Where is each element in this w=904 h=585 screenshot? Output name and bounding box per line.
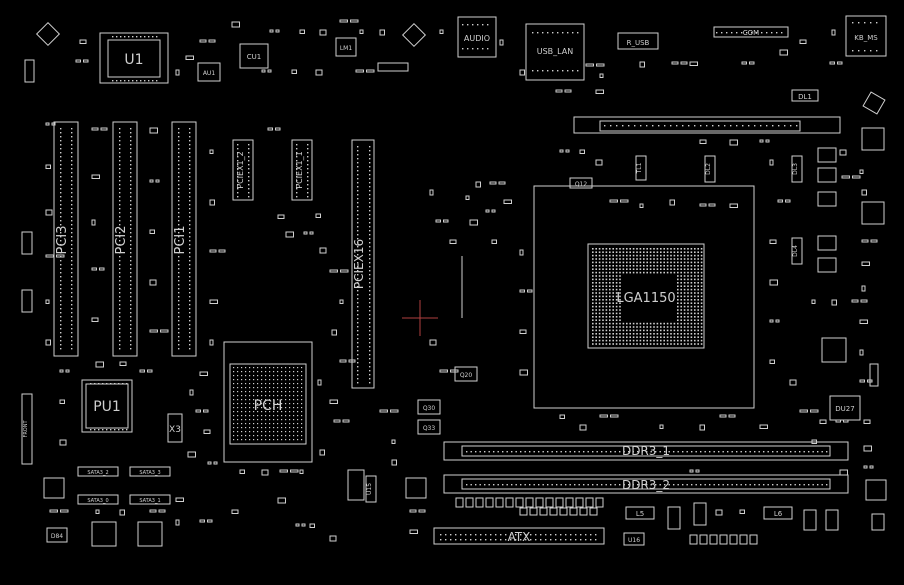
pci2-slot: PCI2 [112,121,138,357]
front-label: FRONT [23,420,29,438]
u15-part: U15 [365,475,377,503]
pciex1-2-label: PCIEX1_2 [236,151,245,188]
dl2-part: DL2 [704,155,716,183]
q33-part: Q33 [417,419,441,435]
du27-chip: DU27 [829,395,861,421]
pciex16-slot: PCIEX16 [351,139,375,389]
pci1-label: PCI1 [173,225,188,254]
u16-part: U16 [623,532,645,546]
cu1-label: CU1 [247,53,261,61]
au1-label: AU1 [203,70,215,77]
d84-label: D84 [51,533,63,540]
pci3-slot: PCI3 [53,121,79,357]
q12-label: Q12 [575,181,588,188]
component-details [45,19,878,545]
q30-part: Q30 [417,399,441,415]
u1-label: U1 [124,52,143,68]
cpu-socket-label: LGA1150 [616,291,675,306]
atx-label: ATX [508,530,531,544]
cpu-socket: LGA1150 [533,185,755,409]
du27-label: DU27 [835,405,854,413]
usb-lan-label: USB_LAN [537,47,574,56]
dl4-label: DL4 [792,245,799,257]
pci2-label: PCI2 [114,225,129,254]
x3-label: X3 [169,425,181,435]
u16-label: U16 [628,537,640,544]
cu1-chip: CU1 [239,43,269,69]
pu1-label: PU1 [93,399,121,415]
sata3-1-label: SATA3_1 [139,498,160,504]
kb-ms-label: KB_MS [854,34,878,42]
dl3-label: DL3 [792,163,799,175]
pciex1-1-label: PCIEX1_1 [295,151,304,188]
dl3-part: DL3 [791,155,803,183]
dl1-label: DL1 [798,93,812,101]
l6-inductor: L6 [763,506,793,520]
q20-part: Q20 [454,366,478,382]
pch-chip: PCH [223,341,313,463]
r-usb-label: R_USB [627,39,650,47]
io-header-strip [573,116,841,134]
pci3-label: PCI3 [55,225,70,254]
l6-label: L6 [774,510,783,518]
q33-label: Q33 [423,425,436,432]
sata3-0-label: SATA3_0 [87,498,108,504]
l5-inductor: L5 [625,506,655,520]
dl1-part: DL1 [791,89,819,102]
u1-chip: U1 [99,32,169,84]
ddr3-2-slot: DDR3_2 [443,474,849,494]
sata3-3-label: SATA3_3 [139,470,160,476]
crosshair-cursor-icon [402,300,438,336]
usb-lan-connector: USB_LAN [525,23,585,81]
sata3-2-label: SATA3_2 [87,470,108,476]
q20-label: Q20 [460,372,473,379]
r-usb-connector: R_USB [617,32,659,50]
tl1-label: TL1 [636,162,643,174]
audio-connector: AUDIO [457,16,497,58]
lm1-label: LM1 [340,45,353,52]
pciex1-1-slot: PCIEX1_1 [291,139,313,201]
q30-label: Q30 [423,405,436,412]
u15-label: U15 [366,483,373,495]
x3-crystal: X3 [167,413,183,443]
dl2-label: DL2 [705,163,712,175]
tl1-part: TL1 [635,155,647,181]
kb-ms-connector: KB_MS [845,15,887,57]
dl4-part: DL4 [791,237,803,265]
pciex1-2-slot: PCIEX1_2 [232,139,254,201]
vrm-column [817,127,885,387]
sata-headers: SATA3_2 SATA3_3 SATA3_0 SATA3_1 [77,466,171,505]
q12-part: Q12 [569,177,593,189]
pci1-slot: PCI1 [171,121,197,357]
atx-connector: ATX [433,527,605,545]
l5-label: L5 [636,510,644,518]
audio-label: AUDIO [464,34,490,43]
pch-label: PCH [254,398,283,414]
pciex16-label: PCIEX16 [352,239,366,289]
pu1-chip: PU1 [81,379,133,433]
